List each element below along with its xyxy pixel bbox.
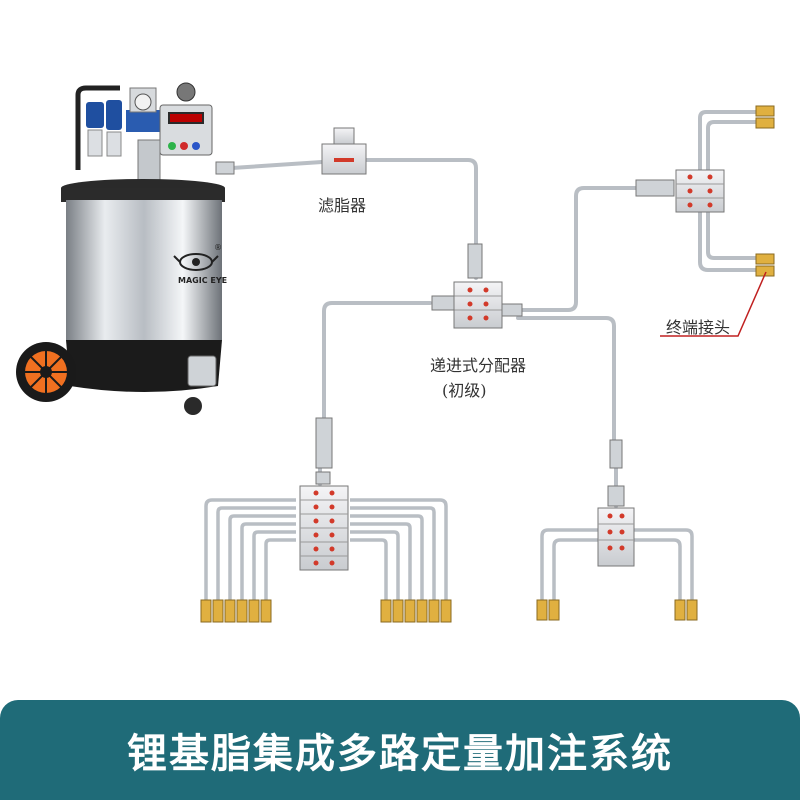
magic-eye-logo: [173, 253, 219, 271]
pump-wheel: [16, 342, 76, 402]
primary-distributor-label: 递进式分配器: [430, 356, 527, 375]
left-branch-pipes: [204, 498, 448, 600]
title-banner: 锂基脂集成多路定量加注系统: [0, 700, 800, 800]
banner-title: 锂基脂集成多路定量加注系统: [127, 731, 673, 777]
primary-distributor-sublabel: (初级): [442, 381, 487, 400]
right-branch-pipes: [540, 528, 694, 600]
registered-mark: ®: [214, 243, 222, 252]
primary-distributor: [431, 243, 523, 329]
terminal-fittings-left: [200, 599, 452, 623]
terminal-connector-callout: [660, 271, 767, 337]
terminal-fittings-right: [536, 599, 698, 621]
left-secondary-distributor: [299, 417, 349, 571]
grease-filter: [215, 127, 367, 175]
terminal-connector-label: 终端接头: [666, 318, 731, 337]
top-right-distributor: [635, 169, 725, 213]
filter-label: 滤脂器: [318, 196, 367, 215]
pipes: [230, 110, 758, 508]
grease-pump: MAGIC EYE ®: [16, 82, 227, 415]
terminal-fittings-top-right: [755, 105, 775, 277]
right-secondary-distributor: [597, 439, 635, 567]
brand-name: MAGIC EYE: [178, 276, 227, 285]
